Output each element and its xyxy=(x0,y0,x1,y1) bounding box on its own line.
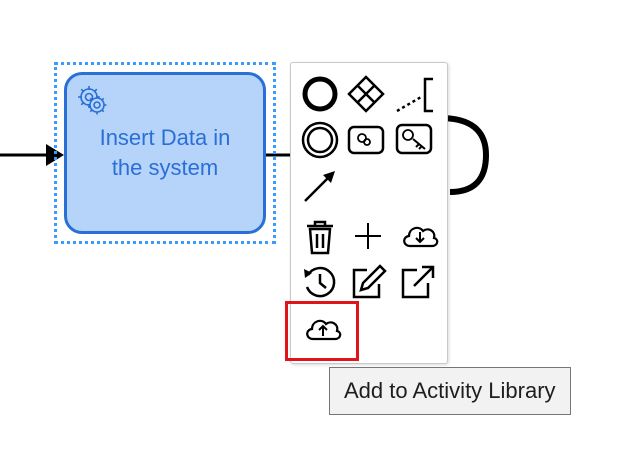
history-icon xyxy=(304,266,336,298)
delete-icon xyxy=(307,220,333,255)
history-button[interactable] xyxy=(297,259,343,305)
add-to-activity-library-button[interactable] xyxy=(300,306,346,352)
download-from-library-button[interactable] xyxy=(397,213,443,259)
edit-icon xyxy=(352,264,387,299)
delete-button[interactable] xyxy=(297,213,343,259)
task-label: Insert Data in the system xyxy=(67,123,263,183)
append-task-icon xyxy=(347,125,385,155)
append-service-task-button[interactable] xyxy=(391,117,437,163)
tooltip: Add to Activity Library xyxy=(329,367,571,415)
task-label-line2: the system xyxy=(111,155,219,180)
tooltip-text: Add to Activity Library xyxy=(344,378,556,403)
append-gateway-button[interactable] xyxy=(343,71,389,117)
append-service-task-icon xyxy=(395,123,433,155)
context-pad xyxy=(290,62,448,364)
open-external-button[interactable] xyxy=(395,259,441,305)
connect-button[interactable] xyxy=(297,163,343,209)
append-task-button[interactable] xyxy=(343,117,389,163)
edit-button[interactable] xyxy=(345,259,391,305)
connect-icon xyxy=(304,171,335,202)
service-task[interactable]: Insert Data in the system xyxy=(64,72,266,234)
upload-cloud-icon xyxy=(306,319,342,341)
append-end-event-button[interactable] xyxy=(297,71,343,117)
add-icon xyxy=(355,223,381,249)
open-external-icon xyxy=(401,265,435,299)
add-button[interactable] xyxy=(345,213,391,259)
append-intermediate-event-button[interactable] xyxy=(297,117,343,163)
task-label-line1: Insert Data in xyxy=(99,125,231,150)
task-selection-outline xyxy=(54,62,276,244)
append-text-annotation-button[interactable] xyxy=(391,71,437,117)
append-intermediate-event-icon xyxy=(301,121,339,159)
append-end-event-icon xyxy=(302,76,338,112)
append-gateway-icon xyxy=(347,75,385,113)
download-cloud-icon xyxy=(403,226,439,248)
gear-icon xyxy=(78,86,107,115)
append-text-annotation-icon xyxy=(396,77,433,113)
